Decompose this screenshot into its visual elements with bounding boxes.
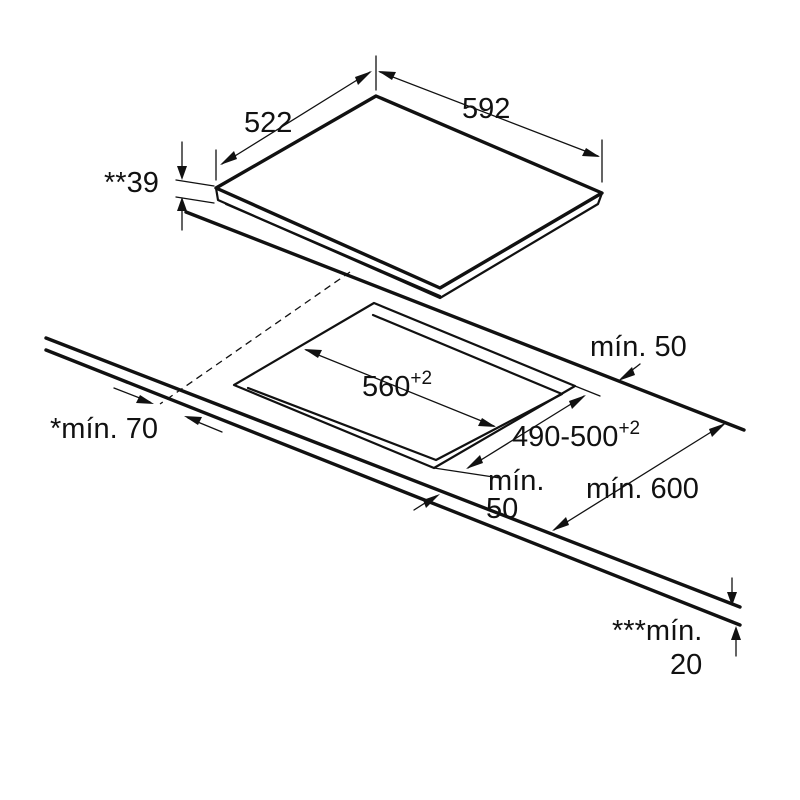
arrowhead-icon	[136, 395, 154, 404]
arrowhead-icon	[727, 592, 737, 606]
dim-min-thickness: ***mín. 20	[612, 577, 741, 681]
arrowhead-icon	[466, 455, 483, 469]
label-hob-height: **39	[104, 167, 159, 199]
label-cutout-width: 560+2	[362, 368, 432, 403]
dim-min-worktop-depth: mín. 600	[552, 423, 726, 531]
arrowhead-icon	[569, 395, 586, 409]
arrowhead-icon	[177, 197, 187, 211]
countertop-front-bottom-edge	[44, 348, 742, 627]
cutout-inner	[246, 313, 564, 462]
hidden-hob-outline	[159, 271, 351, 405]
arrowhead-icon	[709, 423, 726, 437]
arrowhead-icon	[378, 71, 396, 80]
countertop-front-top-edge	[44, 336, 742, 609]
hob	[159, 94, 604, 405]
label-min-back: mín. 50	[590, 331, 687, 363]
arrowhead-icon	[423, 494, 440, 508]
label-hob-width: 592	[462, 93, 510, 125]
countertop	[44, 210, 746, 627]
dim-min-side: *mín. 70	[50, 387, 223, 445]
hob-underside	[224, 202, 442, 298]
arrowhead-icon	[478, 418, 496, 427]
arrowhead-icon	[582, 148, 600, 157]
arrowhead-icon	[618, 367, 635, 381]
label-min-worktop-depth: mín. 600	[586, 473, 699, 505]
arrowhead-icon	[731, 626, 741, 640]
dim-min-front: mín. 50	[413, 465, 544, 525]
hob-front-thickness	[214, 186, 604, 300]
label-min-front-1: mín.	[488, 465, 544, 497]
arrowhead-icon	[304, 349, 322, 358]
arrowhead-icon	[177, 166, 187, 180]
label-hob-depth: 522	[244, 107, 292, 139]
arrowhead-icon	[355, 71, 372, 85]
hob-top-surface	[214, 94, 604, 290]
label-min-side: *mín. 70	[50, 413, 158, 445]
dim-cutout-width: 560+2	[304, 349, 496, 427]
dim-hob-width: 592	[378, 71, 603, 183]
arrowhead-icon	[552, 517, 569, 531]
dim-min-back: mín. 50	[590, 331, 687, 381]
dim-hob-height: **39	[104, 141, 215, 231]
countertop-back-edge	[184, 210, 746, 432]
arrowhead-icon	[184, 416, 202, 425]
label-min-thickness-1: ***mín.	[612, 615, 702, 647]
label-min-front-2: 50	[486, 493, 518, 525]
label-cutout-depth: 490-500+2	[512, 418, 640, 453]
label-min-thickness-2: 20	[670, 649, 702, 681]
dim-cutout-depth: 490-500+2	[433, 385, 640, 479]
dim-hob-depth: 522	[215, 55, 377, 181]
arrowhead-icon	[220, 151, 237, 165]
